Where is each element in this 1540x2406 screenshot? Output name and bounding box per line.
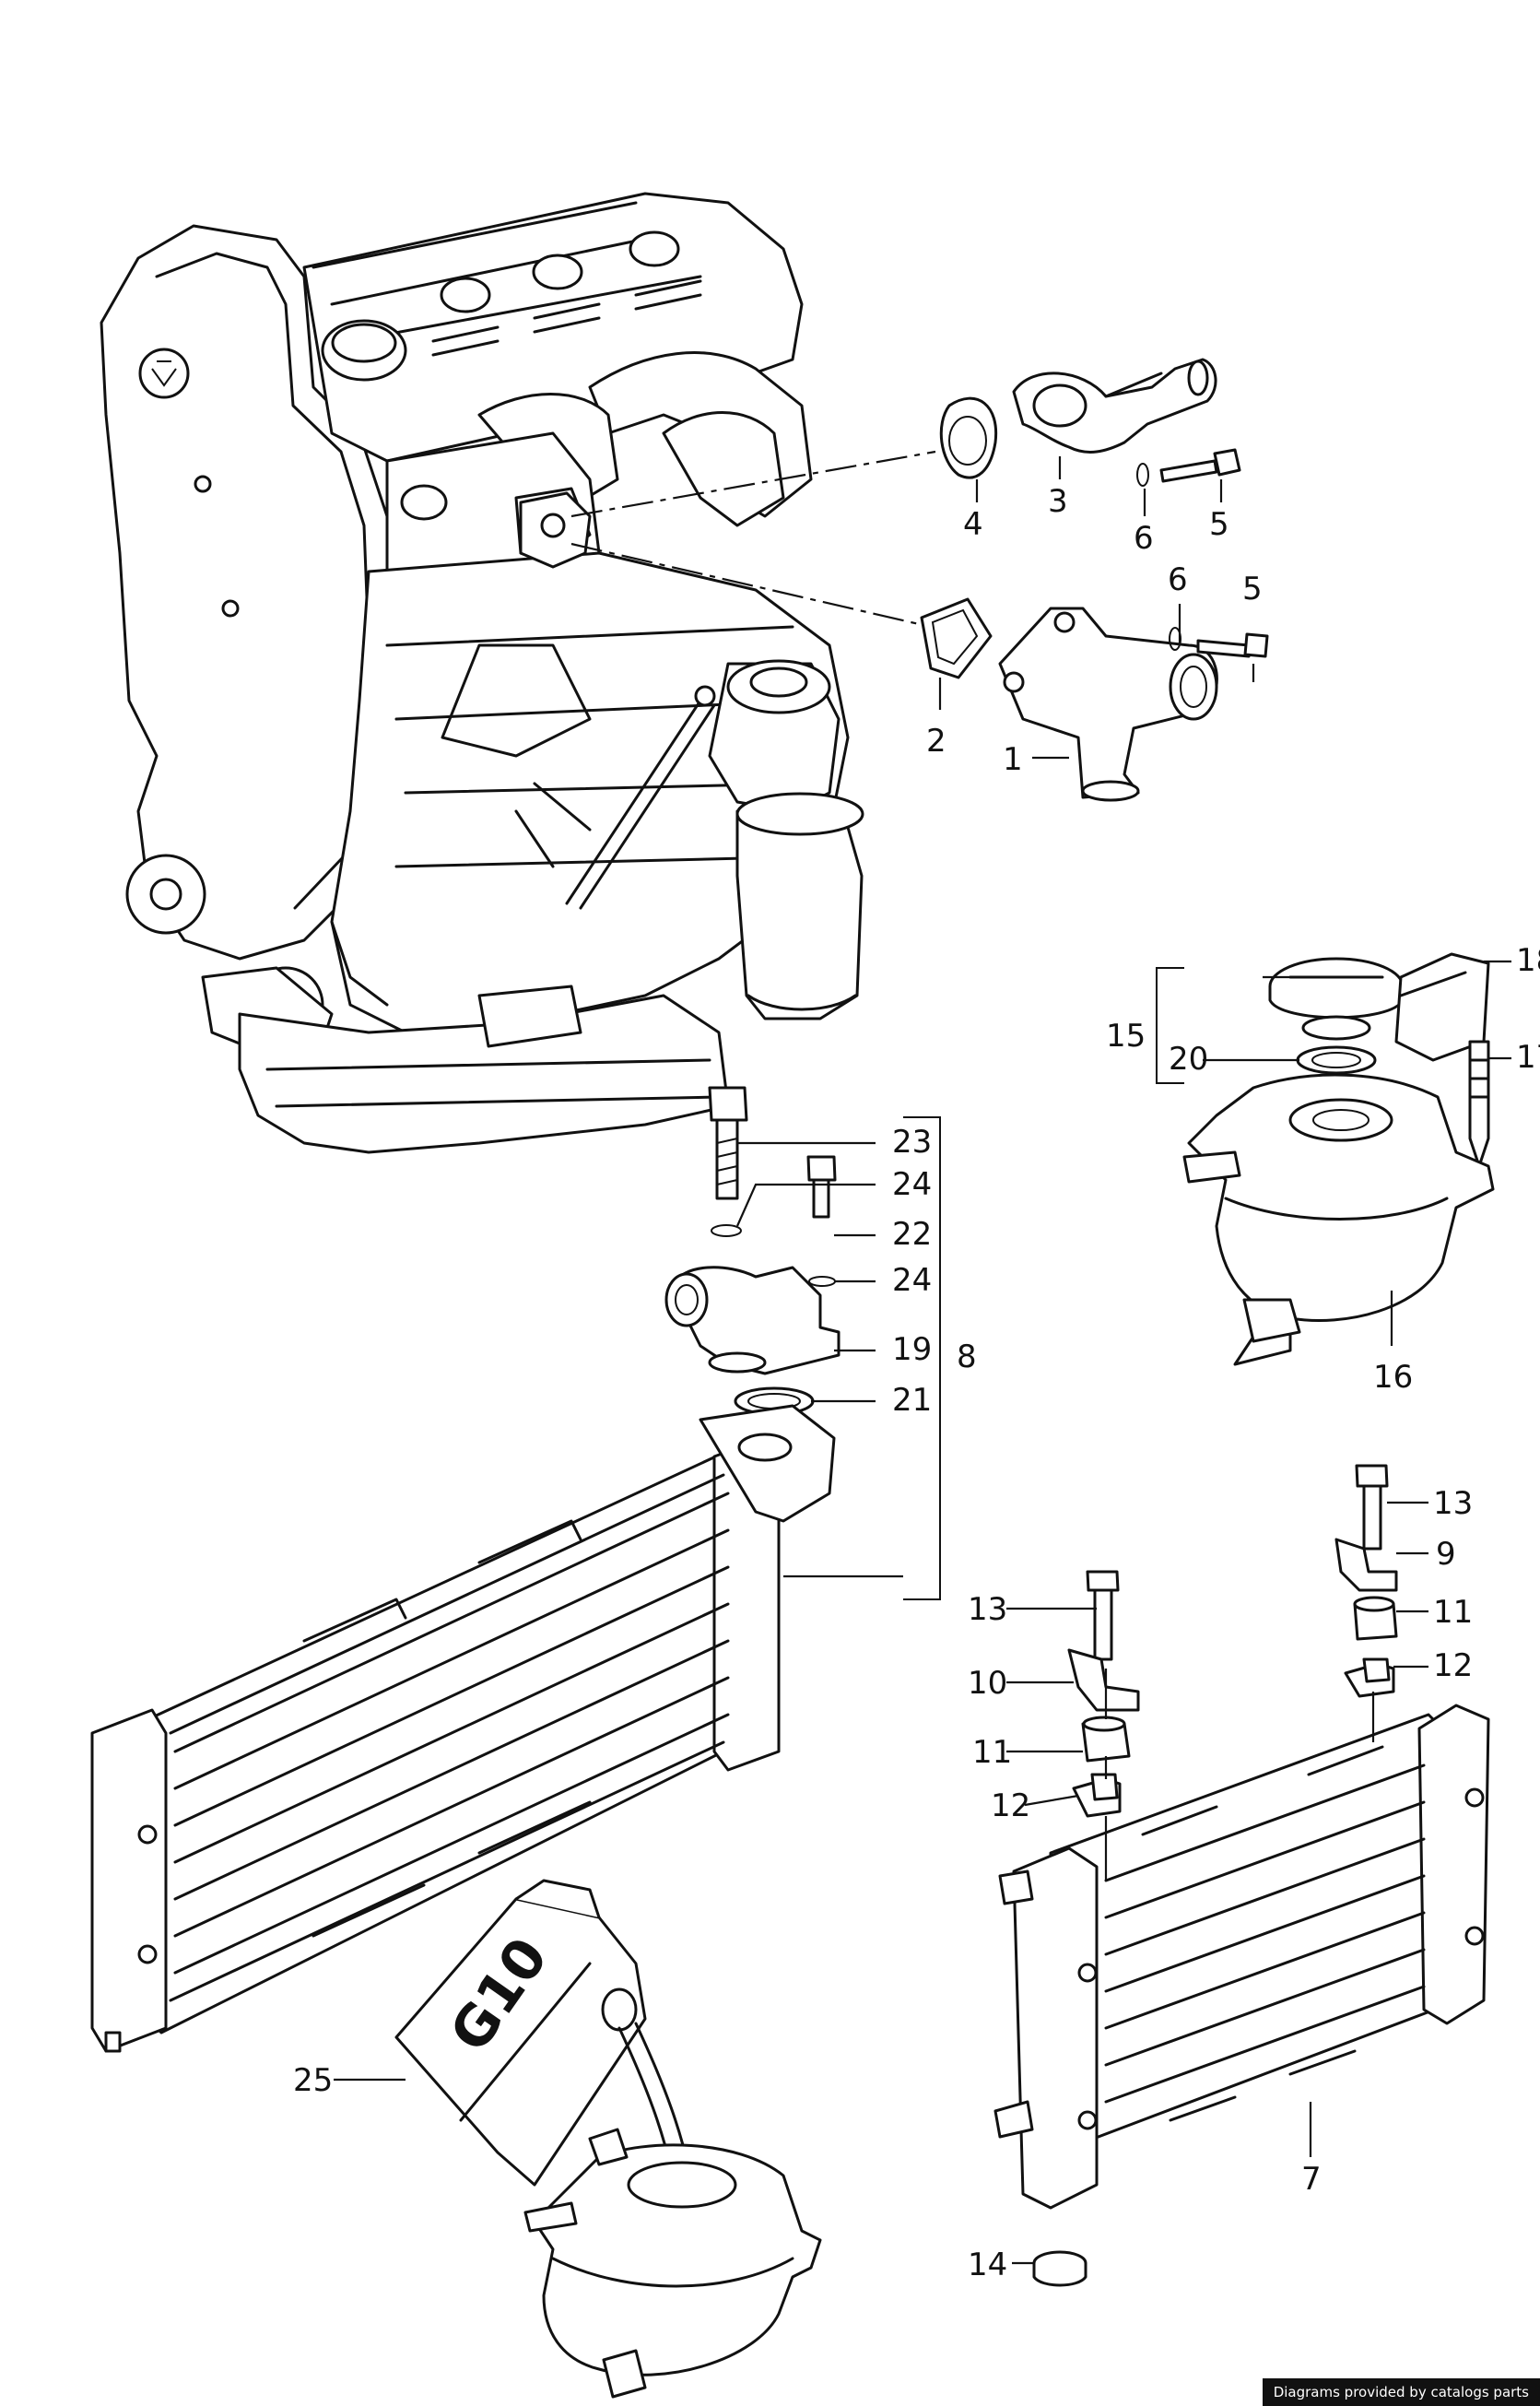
flange-1 [998,607,1218,802]
bracket-9 [1334,1538,1398,1592]
callout-numbers: 4 3 6 5 6 5 2 1 18 15 20 17 16 23 24 22 … [293,483,1540,2283]
callout-12-right: 12 [1433,1647,1473,1684]
gasket-20 [1296,1045,1377,1075]
callout-16: 16 [1373,1359,1413,1396]
expansion-tank-filling [523,2128,822,2399]
thermostat-housing-19 [664,1266,841,1375]
callout-13-left: 13 [968,1591,1007,1628]
callout-21: 21 [892,1382,932,1419]
callout-11-left: 11 [972,1734,1012,1771]
bolt-13-left [1086,1570,1120,1661]
grommet-11-left [1081,1716,1131,1763]
callout-15: 15 [1106,1018,1146,1055]
bolt-5-lower [1196,632,1269,658]
leader-lines [334,456,1511,2265]
bolt-13-right [1355,1464,1389,1551]
callout-18: 18 [1516,942,1540,979]
grommet-11-right [1353,1596,1398,1641]
callout-1: 1 [1003,741,1023,778]
callout-25: 25 [293,2062,333,2099]
callout-12-left: 12 [991,1787,1030,1824]
callout-24-lower: 24 [892,1262,932,1299]
sleeve-12-right [1344,1657,1395,1698]
callout-7: 7 [1301,2161,1322,2198]
bracket-10 [1067,1648,1140,1712]
callout-23: 23 [892,1124,932,1161]
plug-14 [1032,2250,1087,2287]
footer-credit: Diagrams provided by catalogs parts [1262,2378,1540,2406]
callout-5-lower: 5 [1242,571,1263,607]
cap-15 [1268,957,1405,1041]
bracket-15 [1156,967,1184,1084]
washer-24-left [711,1224,742,1237]
callout-19: 19 [892,1331,932,1368]
callout-13-right: 13 [1433,1485,1473,1522]
engine-block-illustration [100,192,864,1154]
callout-11-right: 11 [1433,1594,1473,1631]
callout-6-lower: 6 [1168,561,1188,598]
alignment-line-flange-lower [570,542,932,629]
bracket-8 [903,1116,941,1600]
radiator-small [993,1704,1490,2210]
callout-24-upper: 24 [892,1166,932,1203]
callout-5-upper: 5 [1209,506,1229,543]
callout-9: 9 [1436,1536,1456,1573]
callout-10: 10 [968,1665,1007,1702]
callout-20: 20 [1169,1041,1208,1078]
bolt-22 [806,1155,837,1219]
sleeve-12-left [1072,1773,1122,1818]
callout-6-upper: 6 [1134,520,1154,557]
bolt-5-upper [1159,448,1241,483]
callout-4: 4 [963,506,983,543]
washer-24-right [808,1276,836,1287]
flange-3 [1012,358,1217,454]
callout-17: 17 [1516,1039,1540,1076]
callout-3: 3 [1048,483,1068,520]
callout-14: 14 [968,2247,1007,2283]
radiator-large [90,1404,836,2053]
coolant-canister-25: G10 [394,1879,647,2187]
sender-17 [1468,1040,1490,1168]
callout-22: 22 [892,1216,932,1253]
bolt-23 [708,1086,748,1200]
gasket-2 [920,597,993,679]
callout-8: 8 [957,1339,977,1375]
gasket-4 [939,396,998,479]
alignment-line-flange-upper [570,450,936,518]
o-ring-6-upper [1136,463,1149,487]
callout-2: 2 [926,723,946,760]
expansion-tank-16 [1182,1073,1495,1366]
